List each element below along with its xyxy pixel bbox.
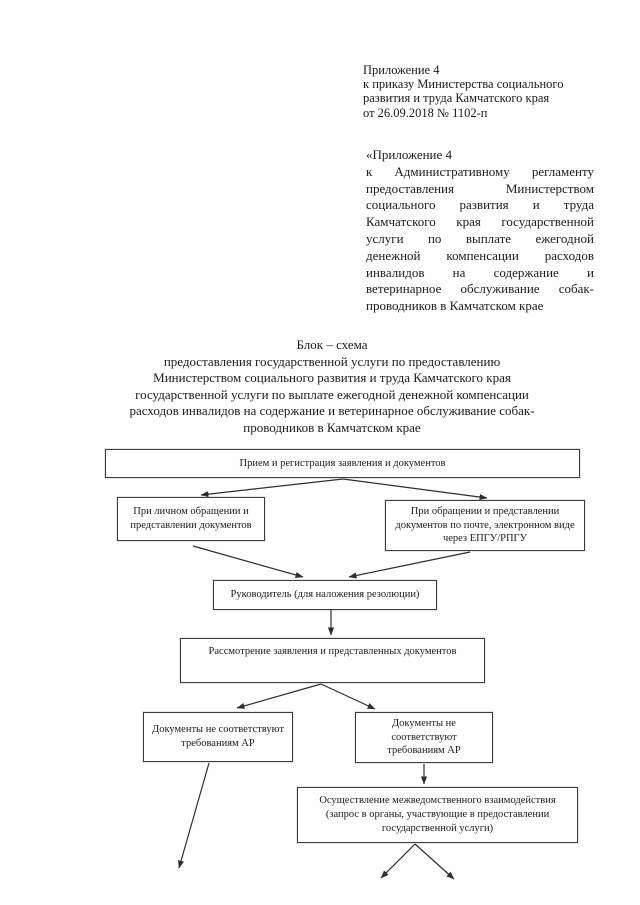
flow-box-docs-noncompliant-left-label: Документы не соответствуют требованиям А…	[152, 724, 284, 749]
arrow-review-to-docs-left	[236, 683, 322, 709]
title-line: проводников в Камчатском крае	[243, 419, 421, 435]
appendix-regulation-line: предоставления Министерством	[366, 180, 594, 196]
title-line: государственной услуги по выплате ежегод…	[135, 386, 529, 402]
appendix-regulation-line: инвалидов на содержание и	[366, 264, 594, 280]
appendix-order-line: Приложение 4	[363, 63, 440, 77]
arrow-interagency-down-right	[414, 843, 455, 880]
appendix-order-line: развития и труда Камчатского края	[363, 91, 550, 106]
flow-box-interagency-label: Осуществление межведомственного взаимоде…	[319, 795, 556, 834]
arrow-reception-to-inperson	[200, 478, 344, 498]
appendix-regulation-line: услуги по выплате ежегодной	[366, 230, 594, 246]
flow-box-docs-noncompliant-right-label: Документы не соответствуют требованиям А…	[387, 717, 461, 757]
appendix-regulation-line: «Приложение 4	[366, 147, 453, 162]
title-line: Блок – схема	[296, 337, 368, 352]
appendix-regulation-line: денежной компенсации расходов	[366, 247, 594, 263]
flow-box-interagency: Осуществление межведомственного взаимоде…	[297, 787, 578, 843]
flow-box-docs-noncompliant-left: Документы не соответствуют требованиям А…	[143, 712, 293, 762]
appendix-order-reference: Приложение 4 к приказу Министерства соци…	[363, 63, 613, 120]
flow-box-review: Рассмотрение заявления и представленных …	[180, 638, 485, 683]
arrow-inperson-to-head	[192, 545, 304, 578]
flow-box-in-person-label: При личном обращении и представлении док…	[130, 506, 252, 531]
flow-box-reception: Прием и регистрация заявления и документ…	[105, 449, 580, 478]
title-line: Министерством социального развития и тру…	[153, 370, 511, 386]
arrow-review-to-docs-right	[320, 683, 376, 710]
title-line: расходов инвалидов на содержание и ветер…	[129, 403, 535, 419]
flow-box-by-mail-epgu-label: При обращении и представлении документов…	[395, 505, 575, 545]
flow-box-head-resolution-label: Руководитель (для наложения резолюции)	[230, 589, 420, 601]
flow-box-reception-label: Прием и регистрация заявления и документ…	[239, 457, 446, 469]
appendix-regulation-line: Камчатского края государственной	[366, 214, 594, 230]
appendix-regulation-reference: «Приложение 4 к Административному реглам…	[366, 147, 594, 315]
appendix-regulation-line: ветеринарное обслуживание собак-	[366, 281, 594, 297]
appendix-regulation-line: проводников в Камчатском крае	[366, 298, 544, 314]
appendix-order-line: от 26.09.2018 № 1102-п	[363, 105, 488, 120]
flow-box-by-mail-epgu: При обращении и представлении документов…	[385, 500, 585, 551]
arrow-bymail-to-head	[348, 551, 471, 579]
arrow-interagency-down-left	[380, 843, 416, 879]
flow-box-review-label: Рассмотрение заявления и представленных …	[208, 646, 457, 657]
flow-box-docs-noncompliant-right: Документы не соответствуют требованиям А…	[355, 712, 493, 763]
title-line: предоставления государственной услуги по…	[163, 353, 501, 369]
block-scheme-title: Блок – схема предоставления государствен…	[72, 337, 592, 437]
arrow-reception-to-bymail	[342, 478, 488, 501]
appendix-regulation-line: к Административному регламенту	[366, 163, 594, 179]
flow-box-head-resolution: Руководитель (для наложения резолюции)	[213, 580, 437, 610]
arrow-docs-left-down	[178, 762, 210, 869]
flow-box-in-person: При личном обращении и представлении док…	[117, 497, 265, 541]
appendix-regulation-line: социального развития и труда	[366, 197, 594, 213]
appendix-order-line: к приказу Министерства социального	[363, 77, 564, 92]
